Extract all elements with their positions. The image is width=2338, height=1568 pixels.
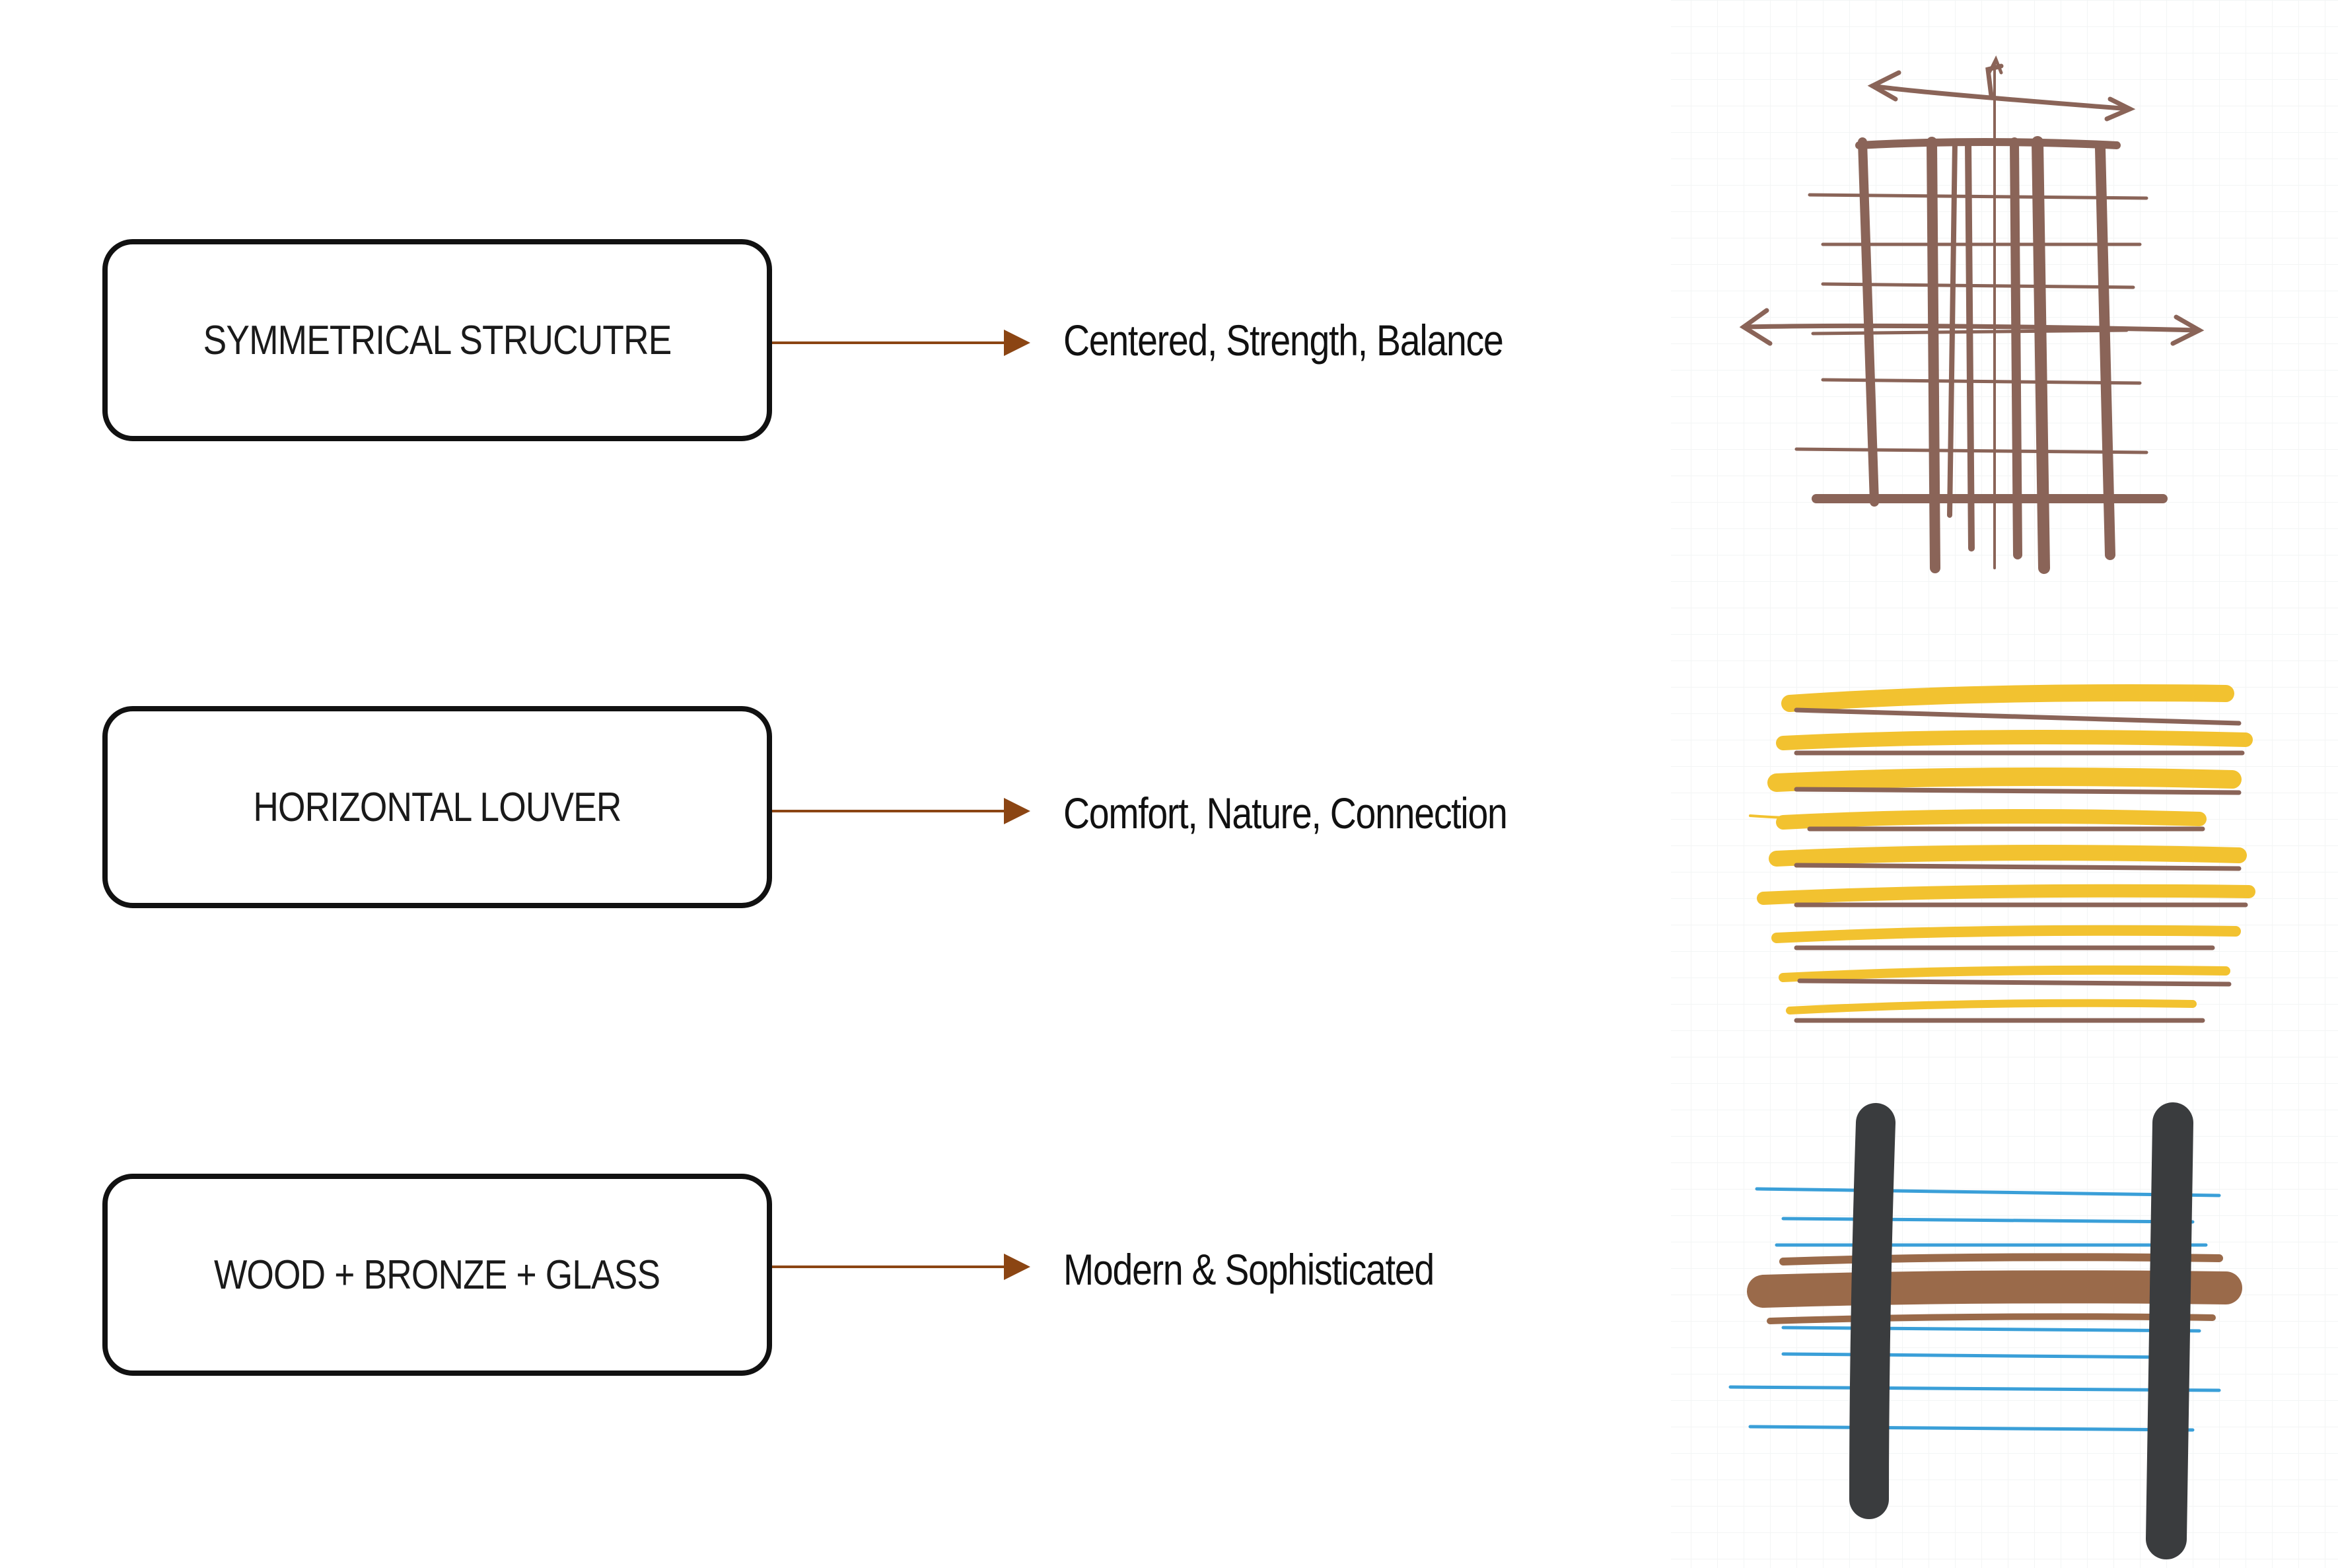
materials-sketch xyxy=(1728,1102,2242,1559)
concept-box-materials: WOOD + BRONZE + GLASS xyxy=(102,1174,772,1376)
meaning-text: Comfort, Nature, Connection xyxy=(1063,789,1508,837)
concept-label: SYMMETRICAL STRUCUTRE xyxy=(203,317,672,363)
concept-label: WOOD + BRONZE + GLASS xyxy=(214,1252,660,1298)
concept-box-louver: HORIZONTAL LOUVER xyxy=(102,706,772,908)
meaning-text: Centered, Strength, Balance xyxy=(1063,316,1504,365)
meaning-text: Modern & Sophisticated xyxy=(1063,1245,1435,1294)
louver-sketch xyxy=(1749,684,2255,1023)
concept-box-symmetrical: SYMMETRICAL STRUCUTRE xyxy=(102,239,772,441)
symmetry-sketch xyxy=(1739,55,2205,574)
concept-label: HORIZONTAL LOUVER xyxy=(253,784,621,830)
